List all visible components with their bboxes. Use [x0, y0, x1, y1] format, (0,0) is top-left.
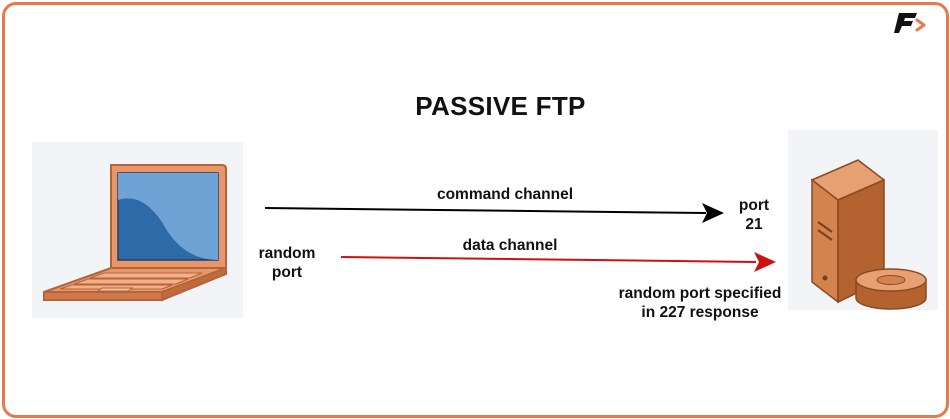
- server-port-label: port 21: [722, 196, 786, 234]
- random-port-note-line1: random port specified: [618, 285, 782, 302]
- client-port-label: random port: [250, 244, 324, 282]
- brand-logo-icon: [894, 13, 926, 33]
- laptop-icon: [32, 142, 243, 318]
- data-channel-label: data channel: [462, 237, 558, 254]
- random-port-note: random port specified in 227 response: [600, 284, 800, 322]
- server-port-label-line1: port: [738, 197, 770, 214]
- client-port-label-line1: random: [258, 245, 316, 262]
- command-channel-label: command channel: [436, 186, 574, 203]
- diagram-title: PASSIVE FTP: [415, 91, 586, 121]
- server-icon: [788, 130, 938, 310]
- client-port-label-line2: port: [271, 264, 303, 281]
- data-channel-arrow: [340, 252, 776, 272]
- server-port-label-line2: 21: [745, 216, 763, 233]
- random-port-note-line2: in 227 response: [641, 304, 759, 321]
- command-channel-arrow: [264, 203, 724, 223]
